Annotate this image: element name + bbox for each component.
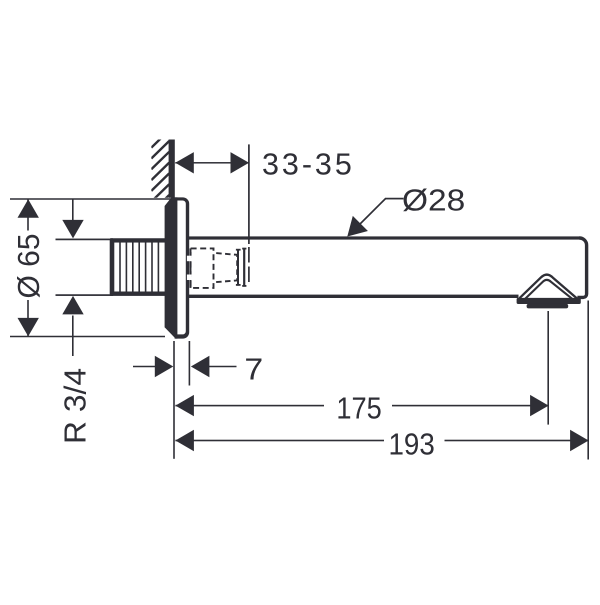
svg-text:193: 193 (389, 427, 435, 461)
svg-text:Ø28: Ø28 (402, 184, 465, 218)
svg-text:33-35: 33-35 (262, 147, 352, 181)
svg-text:175: 175 (336, 391, 381, 425)
svg-text:Ø 65: Ø 65 (12, 234, 46, 299)
svg-text:7: 7 (244, 353, 263, 387)
svg-text:R 3/4: R 3/4 (59, 368, 93, 444)
